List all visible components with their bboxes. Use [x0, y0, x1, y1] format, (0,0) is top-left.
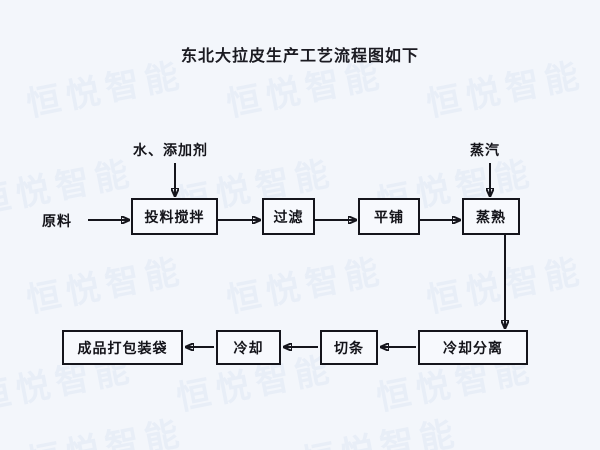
flow-node-cooling: 冷却	[216, 330, 281, 365]
flow-node-mixing: 投料搅拌	[131, 198, 218, 235]
flow-node-raw-material: 原料	[42, 214, 72, 230]
flow-node-packaging: 成品打包装袋	[62, 330, 183, 365]
flow-node-steam-cooking: 蒸熟	[462, 198, 520, 235]
flow-node-cutting: 切条	[320, 330, 378, 365]
flow-node-cool-separate: 冷却分离	[418, 330, 528, 365]
flow-node-steam: 蒸汽	[470, 143, 500, 159]
flow-node-filtering: 过滤	[262, 198, 315, 235]
flow-node-spreading: 平铺	[358, 198, 420, 235]
flow-node-water-additive: 水、添加剂	[133, 143, 208, 159]
page-title: 东北大拉皮生产工艺流程图如下	[180, 46, 419, 65]
